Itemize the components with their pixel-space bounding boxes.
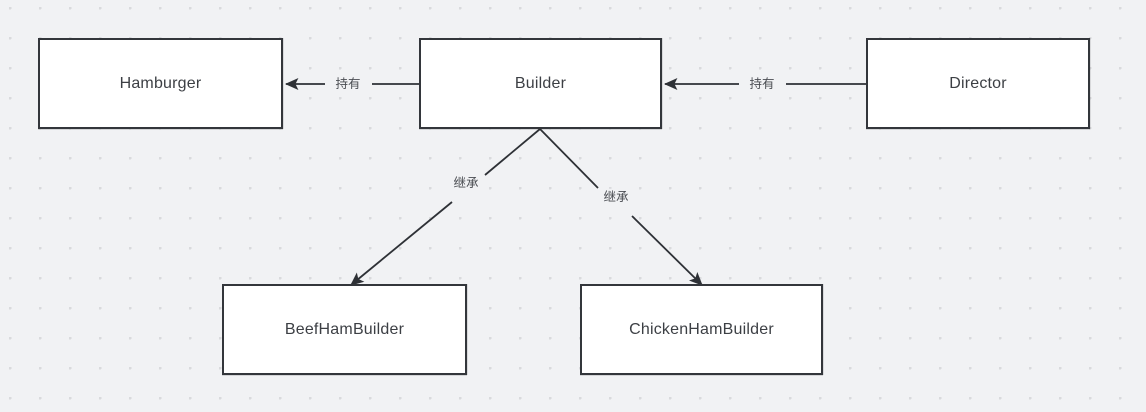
edge-beefhambuilder-extends-builder[interactable]	[350, 128, 541, 286]
node-hamburger[interactable]: Hamburger	[38, 38, 283, 129]
node-label-builder: Builder	[514, 74, 567, 92]
edge-chickenhambuilder-extends-builder[interactable]	[539, 128, 703, 286]
node-builder[interactable]: Builder	[419, 38, 662, 129]
node-label-beefhambuilder: BeefHamBuilder	[284, 320, 405, 338]
edge-label-director-holds-builder: 持有	[745, 75, 779, 93]
node-beefhambuilder[interactable]: BeefHamBuilder	[222, 284, 467, 375]
node-chickenhambuilder[interactable]: ChickenHamBuilder	[580, 284, 823, 375]
node-director[interactable]: Director	[866, 38, 1090, 129]
node-label-chickenhambuilder: ChickenHamBuilder	[629, 320, 774, 338]
node-label-hamburger: Hamburger	[119, 74, 202, 92]
edge-label-beefhambuilder-extends-builder: 继承	[449, 174, 483, 192]
edge-label-builder-holds-hamburger: 持有	[331, 75, 365, 93]
node-label-director: Director	[949, 74, 1007, 92]
edge-label-chickenhambuilder-extends-builder: 继承	[599, 188, 633, 206]
